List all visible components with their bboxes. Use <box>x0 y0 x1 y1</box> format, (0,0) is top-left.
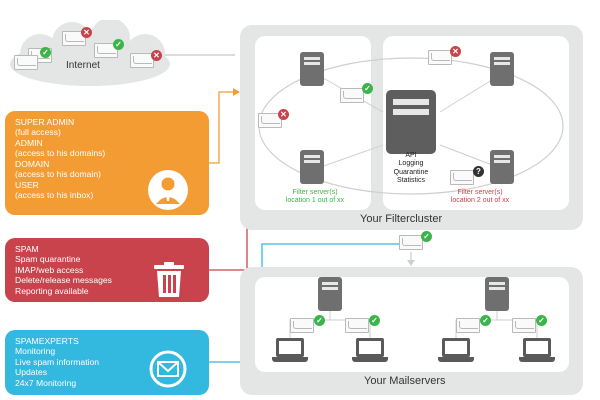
cloud-mail-3-ok-badge: ✓ <box>113 39 124 50</box>
admin-arrow-head <box>233 88 240 96</box>
cluster-to-mailservers-arrow <box>407 260 415 266</box>
panel-line: SPAM <box>15 244 39 254</box>
cluster-mail-br-question-badge: ? <box>473 166 484 177</box>
panel-line: Updates <box>15 367 48 378</box>
cluster-mail-top-reject-badge: ✕ <box>450 46 461 57</box>
panel-line: Monitoring <box>15 346 56 357</box>
laptop-3-icon <box>438 338 474 363</box>
panel-line: SPAMEXPERTS <box>15 336 79 346</box>
cloud-mail-1-icon <box>62 31 86 46</box>
mail-4-icon <box>512 318 536 333</box>
filter-server-tl-icon <box>300 52 324 86</box>
panel-line: Reporting available <box>15 285 89 296</box>
mail-1-ok-badge: ✓ <box>314 315 325 326</box>
caption-line: Filter server(s) <box>292 189 338 196</box>
cluster-mail-edge-reject-badge: ✕ <box>278 109 289 120</box>
filtercluster-title: Your Filtercluster <box>360 213 443 225</box>
mailserver-1-icon <box>318 277 342 311</box>
panel-line: IMAP/web access <box>15 264 84 275</box>
panel-line: (access to his inbox) <box>15 190 94 201</box>
center-line: Logging <box>398 160 424 168</box>
panel-line: 24x7 Monitoring <box>15 377 77 388</box>
panel-line: DOMAIN <box>15 158 50 169</box>
trash-icon <box>154 262 184 297</box>
cloud-mail-3-icon <box>94 43 118 58</box>
mail-4-ok-badge: ✓ <box>536 315 547 326</box>
admin-user-icon <box>148 170 188 210</box>
cluster-mail-br-icon <box>450 170 474 185</box>
caption-line: location 1 out of xx <box>285 197 345 205</box>
cluster-mail-edge-icon <box>258 113 282 128</box>
spamexperts-panel: SPAMEXPERTS Monitoring Live spam informa… <box>5 330 209 395</box>
mail-2-ok-badge: ✓ <box>369 315 380 326</box>
panel-line: Delete/release messages <box>15 275 112 286</box>
location-1-caption: Filter server(s) location 1 out of xx <box>270 189 360 205</box>
panel-line: SUPER ADMIN <box>15 117 75 127</box>
center-line: Statistics <box>396 177 425 185</box>
mailservers-title: Your Mailservers <box>364 375 446 387</box>
spam-panel: SPAM Spam quarantine IMAP/web access Del… <box>5 238 209 302</box>
cloud-mail-4-icon <box>14 55 38 70</box>
filter-server-br-icon <box>490 150 514 184</box>
mail-2-icon <box>345 318 369 333</box>
cloud-mail-1-reject-badge: ✕ <box>81 27 92 38</box>
panel-line: Spam quarantine <box>15 254 81 265</box>
cloud-mail-5-reject-badge: ✕ <box>151 50 162 61</box>
admin-connector <box>209 91 233 164</box>
panel-line: (access to his domains) <box>15 148 106 159</box>
panel-line: (access to his domain) <box>15 169 101 180</box>
cloud-mail-2-ok-badge: ✓ <box>40 47 51 58</box>
center-line: Quarantine <box>393 168 429 176</box>
mail-1-icon <box>290 318 314 333</box>
envelope-circle-icon <box>149 350 187 388</box>
laptop-4-icon <box>519 338 555 363</box>
mail-3-icon <box>456 318 480 333</box>
admin-roles-panel: SUPER ADMIN (full access) ADMIN (access … <box>5 111 209 215</box>
filter-server-tr-icon <box>490 52 514 86</box>
central-server-icon <box>386 90 436 154</box>
filter-server-bl-icon <box>300 150 324 184</box>
internet-label: Internet <box>66 60 100 71</box>
mailserver-2-icon <box>485 277 509 311</box>
location-2-caption: Filter server(s) location 2 out of xx <box>430 189 530 205</box>
central-server-functions: API Logging Quarantine Statistics <box>380 152 442 186</box>
center-line: API <box>405 152 417 159</box>
transit-mail-ok-badge: ✓ <box>421 231 432 242</box>
panel-line: ADMIN <box>15 137 43 148</box>
transit-mail-icon <box>399 235 423 250</box>
laptop-2-icon <box>352 338 388 363</box>
cluster-mail-left-icon <box>340 88 364 103</box>
cluster-mail-top-icon <box>428 50 452 65</box>
caption-line: Filter server(s) <box>457 189 503 196</box>
caption-line: location 2 out of xx <box>450 197 510 205</box>
panel-line: (full access) <box>15 127 61 138</box>
cluster-mail-left-ok-badge: ✓ <box>362 83 373 94</box>
panel-line: USER <box>15 179 39 190</box>
mail-3-ok-badge: ✓ <box>480 315 491 326</box>
laptop-1-icon <box>272 338 308 363</box>
panel-line: Live spam information <box>15 356 100 367</box>
